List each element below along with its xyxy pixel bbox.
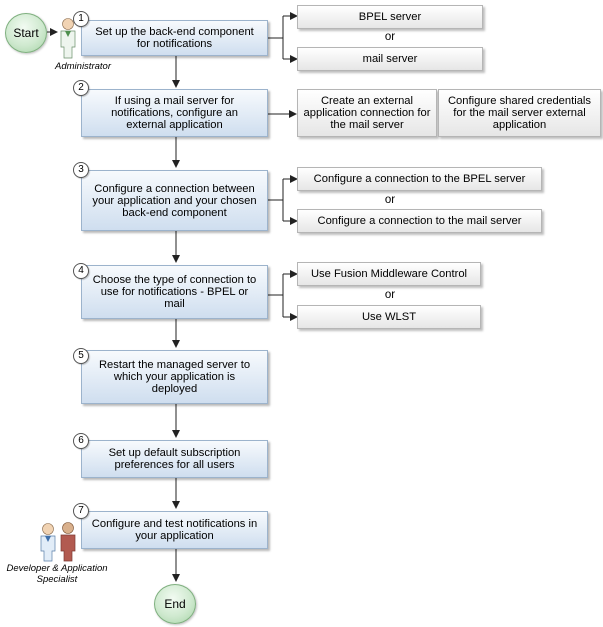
step-2-option-shared-credentials: Configure shared credentials for the mai… bbox=[438, 89, 601, 137]
step-3-box: Configure a connection between your appl… bbox=[81, 170, 268, 231]
step-2-number: 2 bbox=[73, 80, 89, 96]
step-1-text: Set up the back-end component for notifi… bbox=[95, 26, 254, 50]
step-1-box: Set up the back-end component for notifi… bbox=[81, 20, 268, 56]
step-7-box: Configure and test notifications in your… bbox=[81, 511, 268, 549]
administrator-icon bbox=[60, 18, 76, 59]
administrator-label: Administrator bbox=[55, 61, 111, 72]
step-3-option-mail-connection: Configure a connection to the mail serve… bbox=[297, 209, 542, 233]
step-1-or: or bbox=[384, 31, 396, 43]
start-label: Start bbox=[13, 26, 39, 40]
step-7-text: Configure and test notifications in your… bbox=[91, 518, 258, 542]
step-4-option-wlst: Use WLST bbox=[297, 305, 481, 329]
start-node: Start bbox=[5, 13, 47, 53]
step-3-number: 3 bbox=[73, 162, 89, 178]
step-4-or: or bbox=[384, 289, 396, 301]
step-1-option-bpel: BPEL server bbox=[297, 5, 483, 29]
step-7-number: 7 bbox=[73, 503, 89, 519]
step-2-option-external-connection: Create an external application connectio… bbox=[297, 89, 437, 137]
end-label: End bbox=[164, 597, 186, 611]
step-6-box: Set up default subscription preferences … bbox=[81, 440, 268, 478]
step-1-number: 1 bbox=[73, 11, 89, 27]
step-3-or: or bbox=[384, 194, 396, 206]
step-4-number: 4 bbox=[73, 263, 89, 279]
step-3-option-bpel-connection: Configure a connection to the BPEL serve… bbox=[297, 167, 542, 191]
step-4-box: Choose the type of connection to use for… bbox=[81, 265, 268, 319]
step-2-box: If using a mail server for notifications… bbox=[81, 89, 268, 137]
step-3-text: Configure a connection between your appl… bbox=[92, 182, 257, 219]
step-6-text: Set up default subscription preferences … bbox=[108, 447, 241, 471]
step-5-box: Restart the managed server to which your… bbox=[81, 350, 268, 404]
end-node: End bbox=[154, 584, 196, 624]
step-1-option-mail: mail server bbox=[297, 47, 483, 71]
step-2-text: If using a mail server for notifications… bbox=[111, 95, 238, 131]
developer-label: Developer & Application Specialist bbox=[6, 563, 108, 585]
step-4-text: Choose the type of connection to use for… bbox=[92, 274, 257, 310]
step-5-number: 5 bbox=[73, 348, 89, 364]
developer-icon bbox=[40, 523, 56, 562]
step-4-option-fmw-control: Use Fusion Middleware Control bbox=[297, 262, 481, 286]
specialist-icon bbox=[60, 522, 76, 562]
step-6-number: 6 bbox=[73, 433, 89, 449]
step-5-text: Restart the managed server to which your… bbox=[98, 359, 251, 395]
